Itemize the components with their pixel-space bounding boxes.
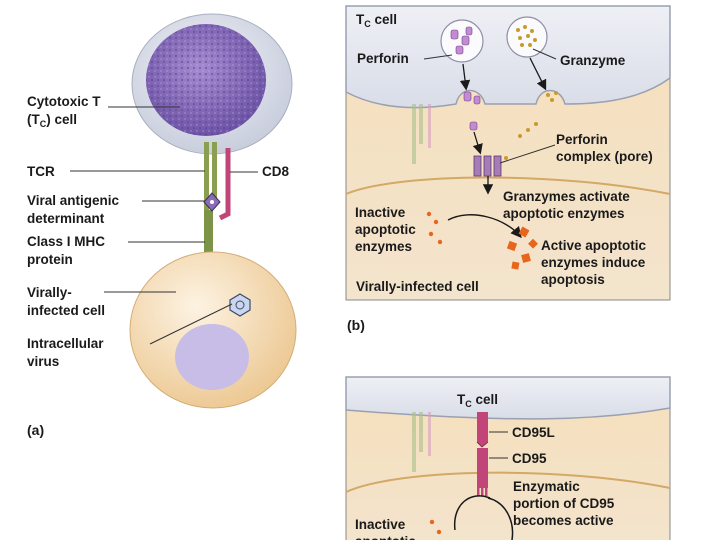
- leader-granzyme: [532, 48, 557, 60]
- label-perforin: Perforin: [357, 51, 409, 66]
- arrow-perforin-down: [459, 63, 471, 91]
- label-enz-line2: portion of CD95: [513, 496, 615, 511]
- label-granzyme: Granzyme: [560, 53, 626, 68]
- leader-virus: [149, 303, 233, 345]
- label-tc-line2: (TC) cell: [27, 112, 77, 129]
- label-viral-line2: determinant: [27, 211, 105, 226]
- leader-complex: [499, 144, 556, 164]
- label-inactive-line3: enzymes: [355, 239, 412, 254]
- panel-c-tc-cell: [345, 376, 671, 420]
- label-b-infected: Virally-infected cell: [356, 279, 479, 294]
- label-infected-line1: Virally-: [27, 285, 72, 300]
- label-active-line3: apoptosis: [541, 272, 605, 287]
- label-complex-line2: complex (pore): [556, 149, 653, 164]
- label-active-line1: Active apoptotic: [541, 238, 647, 253]
- label-b-tc-cell: TC cell: [356, 12, 397, 29]
- cd95l-cd95-junction: [476, 441, 489, 448]
- cd95-molecule: [477, 448, 488, 488]
- label-virus-line1: Intracellular: [27, 336, 104, 351]
- tcr-stalk-right: [212, 142, 217, 200]
- panel-b-infected-membrane: [345, 176, 671, 195]
- label-complex-line1: Perforin: [556, 132, 608, 147]
- label-activate-line2: apoptotic enzymes: [503, 206, 625, 221]
- perforin-pore: [473, 155, 502, 177]
- faded-tcr-b: [412, 104, 431, 164]
- arrow-granzyme-down: [529, 57, 547, 91]
- faded-tcr-c: [412, 412, 431, 472]
- viral-antigen-dot: [210, 200, 214, 204]
- label-enz-line3: becomes active: [513, 513, 614, 528]
- label-inactive-line1: Inactive: [355, 205, 406, 220]
- panel-a-tag: (a): [27, 422, 44, 438]
- arrow-cd95-activate: [454, 495, 491, 531]
- label-inactive-line2: apoptotic: [355, 222, 416, 237]
- label-cd95l: CD95L: [512, 425, 555, 440]
- tcr-stalk-left: [204, 142, 209, 238]
- cd8-molecule: [218, 148, 231, 221]
- panel-b-tag: (b): [347, 317, 365, 333]
- perforin-molecules: [450, 26, 473, 55]
- label-tc-line1: Cytotoxic T: [27, 94, 101, 109]
- label-virus-line2: virus: [27, 354, 59, 369]
- intracellular-virus: [229, 293, 251, 317]
- label-active-line2: enzymes induce: [541, 255, 646, 270]
- panel-a: Cytotoxic T (TC) cell TCR CD8 Viral anti…: [27, 13, 297, 438]
- perforin-fusing: [463, 91, 481, 131]
- panel-c: TC cell CD95L CD95 Enzymatic portion of …: [345, 376, 671, 540]
- label-tcr: TCR: [27, 164, 55, 179]
- label-cd95: CD95: [512, 451, 547, 466]
- leader-perforin: [423, 54, 453, 60]
- inactive-enzymes-c: [429, 519, 442, 535]
- label-enz-line1: Enzymatic: [513, 479, 580, 494]
- label-c-tc-cell: TC cell: [457, 392, 498, 409]
- label-c-inactive-line1: Inactive: [355, 517, 406, 532]
- label-activate-line1: Granzymes activate: [503, 189, 630, 204]
- label-mhc-line1: Class I MHC: [27, 234, 105, 249]
- infected-cell-nucleus: [175, 324, 249, 390]
- arrow-perforin-pore: [472, 131, 483, 155]
- panel-b-tc-cell: [345, 5, 671, 109]
- label-c-inactive-line2: apoptotic: [355, 534, 416, 540]
- granzyme-dots: [516, 25, 537, 47]
- active-enzymes-b: [506, 226, 538, 270]
- label-viral-line1: Viral antigenic: [27, 193, 120, 208]
- panel-b: TC cell Perforin Granzyme Perforin compl…: [345, 5, 671, 333]
- arrow-cd95-down: [487, 497, 514, 540]
- cd95-tails: [477, 488, 488, 496]
- label-mhc-line2: protein: [27, 252, 73, 267]
- label-infected-line2: infected cell: [27, 303, 105, 318]
- label-cd8: CD8: [262, 164, 289, 179]
- tc-nucleus-texture: [146, 24, 266, 136]
- mhc-protein: [204, 210, 213, 258]
- cd95l-molecule: [477, 412, 488, 442]
- arrow-activate: [447, 214, 522, 239]
- inactive-enzymes-b: [426, 211, 443, 245]
